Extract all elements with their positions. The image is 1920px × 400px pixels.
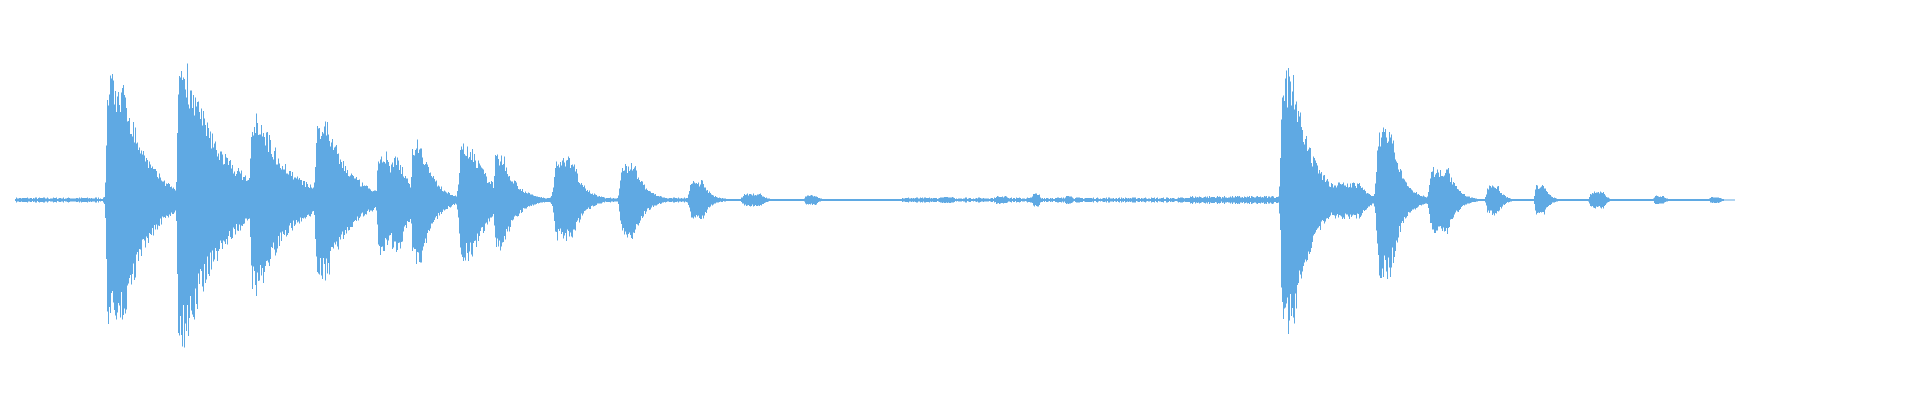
- waveform-amplitude-trace: [14, 63, 1736, 348]
